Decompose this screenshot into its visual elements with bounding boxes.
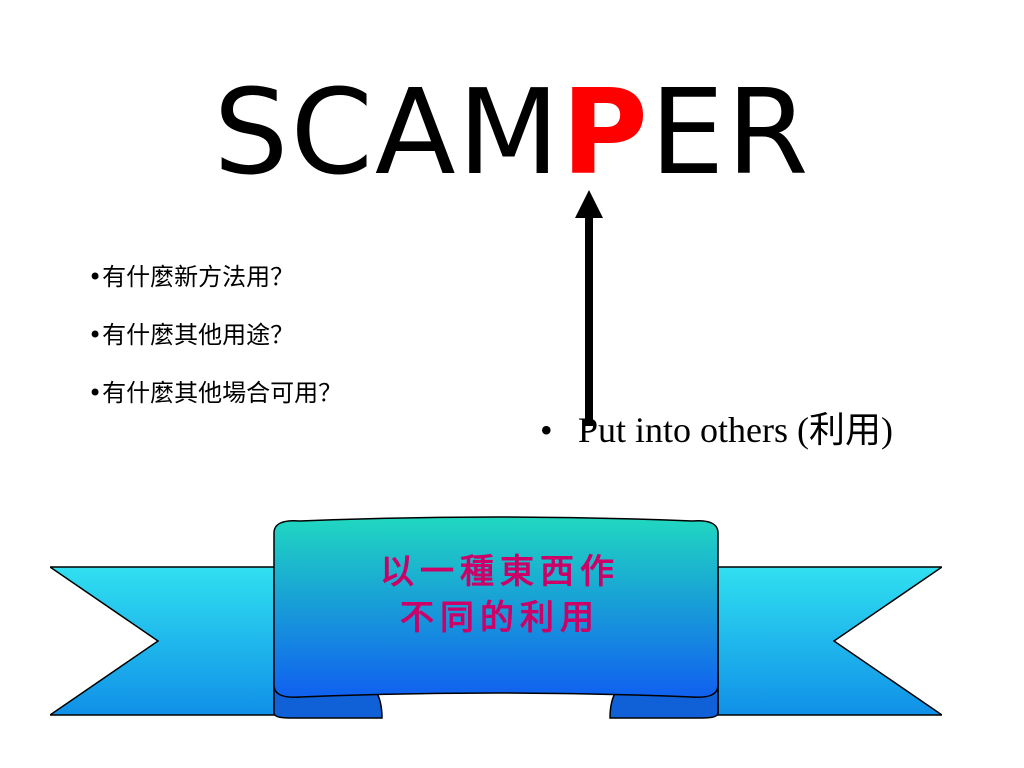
definition-bullet: • Put into others (利用) (540, 408, 940, 452)
title-letter-p-highlight: P (561, 63, 650, 201)
ribbon-banner (50, 516, 942, 719)
slide-title: SCAMPER (0, 62, 1024, 202)
title-letter-e: E (649, 63, 727, 201)
title-letter-c: C (290, 63, 375, 201)
question-list: •有什麼新方法用？ •有什麼其他用途？ •有什麼其他場合可用？ (88, 258, 508, 432)
banner-text: 以一種東西作 不同的利用 (300, 549, 700, 641)
title-letter-r: R (726, 63, 811, 201)
banner-line-2: 不同的利用 (400, 598, 600, 638)
ribbon-main-panel (273, 516, 719, 698)
definition-text: Put into others (利用) (578, 410, 893, 450)
title-letter-s: S (213, 63, 291, 201)
ribbon-left-tail (50, 566, 275, 716)
title-letter-m: M (457, 63, 562, 201)
question-item: •有什麼其他場合可用？ (88, 379, 343, 407)
ribbon-right-tail (717, 566, 942, 716)
question-item: •有什麼其他用途？ (88, 321, 295, 349)
banner-line-1: 以一種東西作 (380, 552, 620, 592)
bullet-icon: • (540, 410, 553, 450)
question-item: •有什麼新方法用？ (88, 263, 295, 291)
title-letter-a: A (374, 63, 458, 201)
up-arrow-icon (575, 190, 603, 426)
